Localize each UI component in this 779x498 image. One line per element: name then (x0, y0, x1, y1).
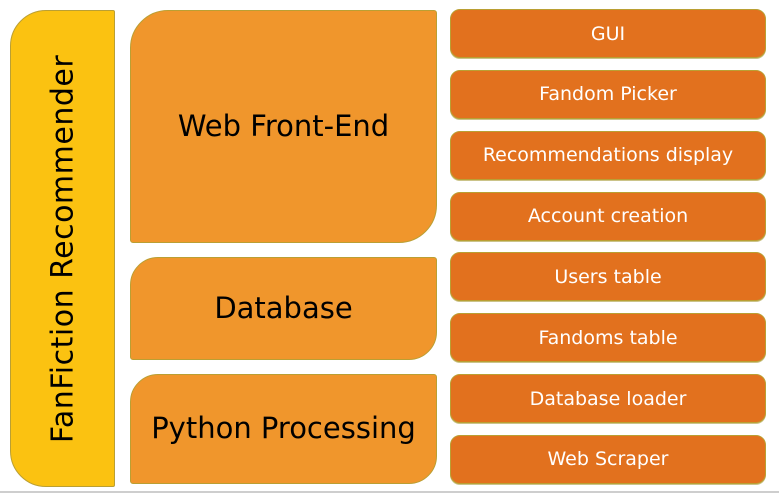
item-gui-label: GUI (590, 22, 626, 45)
title-shape: FanFiction Recommender (10, 10, 115, 487)
group-python-processing: Python Processing (130, 374, 437, 484)
item-fandoms-table-label: Fandoms table (538, 326, 678, 349)
item-fandom-picker-label: Fandom Picker (539, 83, 677, 106)
group-python-processing-label: Python Processing (151, 411, 416, 446)
diagram-title: FanFiction Recommender (45, 54, 80, 443)
item-database-loader-label: Database loader (529, 387, 687, 410)
item-database-loader: Database loader (450, 374, 766, 424)
group-web-front-end: Web Front-End (130, 10, 437, 243)
group-database: Database (130, 257, 437, 360)
item-web-scraper-label: Web Scraper (547, 448, 669, 471)
group-web-front-end-label: Web Front-End (177, 108, 390, 143)
group-database-label: Database (214, 290, 353, 325)
item-fandoms-table: Fandoms table (450, 313, 766, 363)
item-recommendations-display-label: Recommendations display (482, 144, 734, 167)
item-column: GUI Fandom Picker Recommendations displa… (450, 9, 766, 484)
item-web-scraper: Web Scraper (450, 434, 766, 484)
item-fandom-picker: Fandom Picker (450, 69, 766, 119)
item-gui: GUI (450, 9, 766, 58)
page-edge-line (0, 491, 779, 493)
item-recommendations-display: Recommendations display (450, 130, 766, 180)
item-account-creation-label: Account creation (527, 205, 689, 228)
item-users-table-label: Users table (554, 265, 662, 288)
group-column: Web Front-End Database Python Processing (130, 10, 437, 484)
item-account-creation: Account creation (450, 191, 766, 241)
item-users-table: Users table (450, 252, 766, 302)
